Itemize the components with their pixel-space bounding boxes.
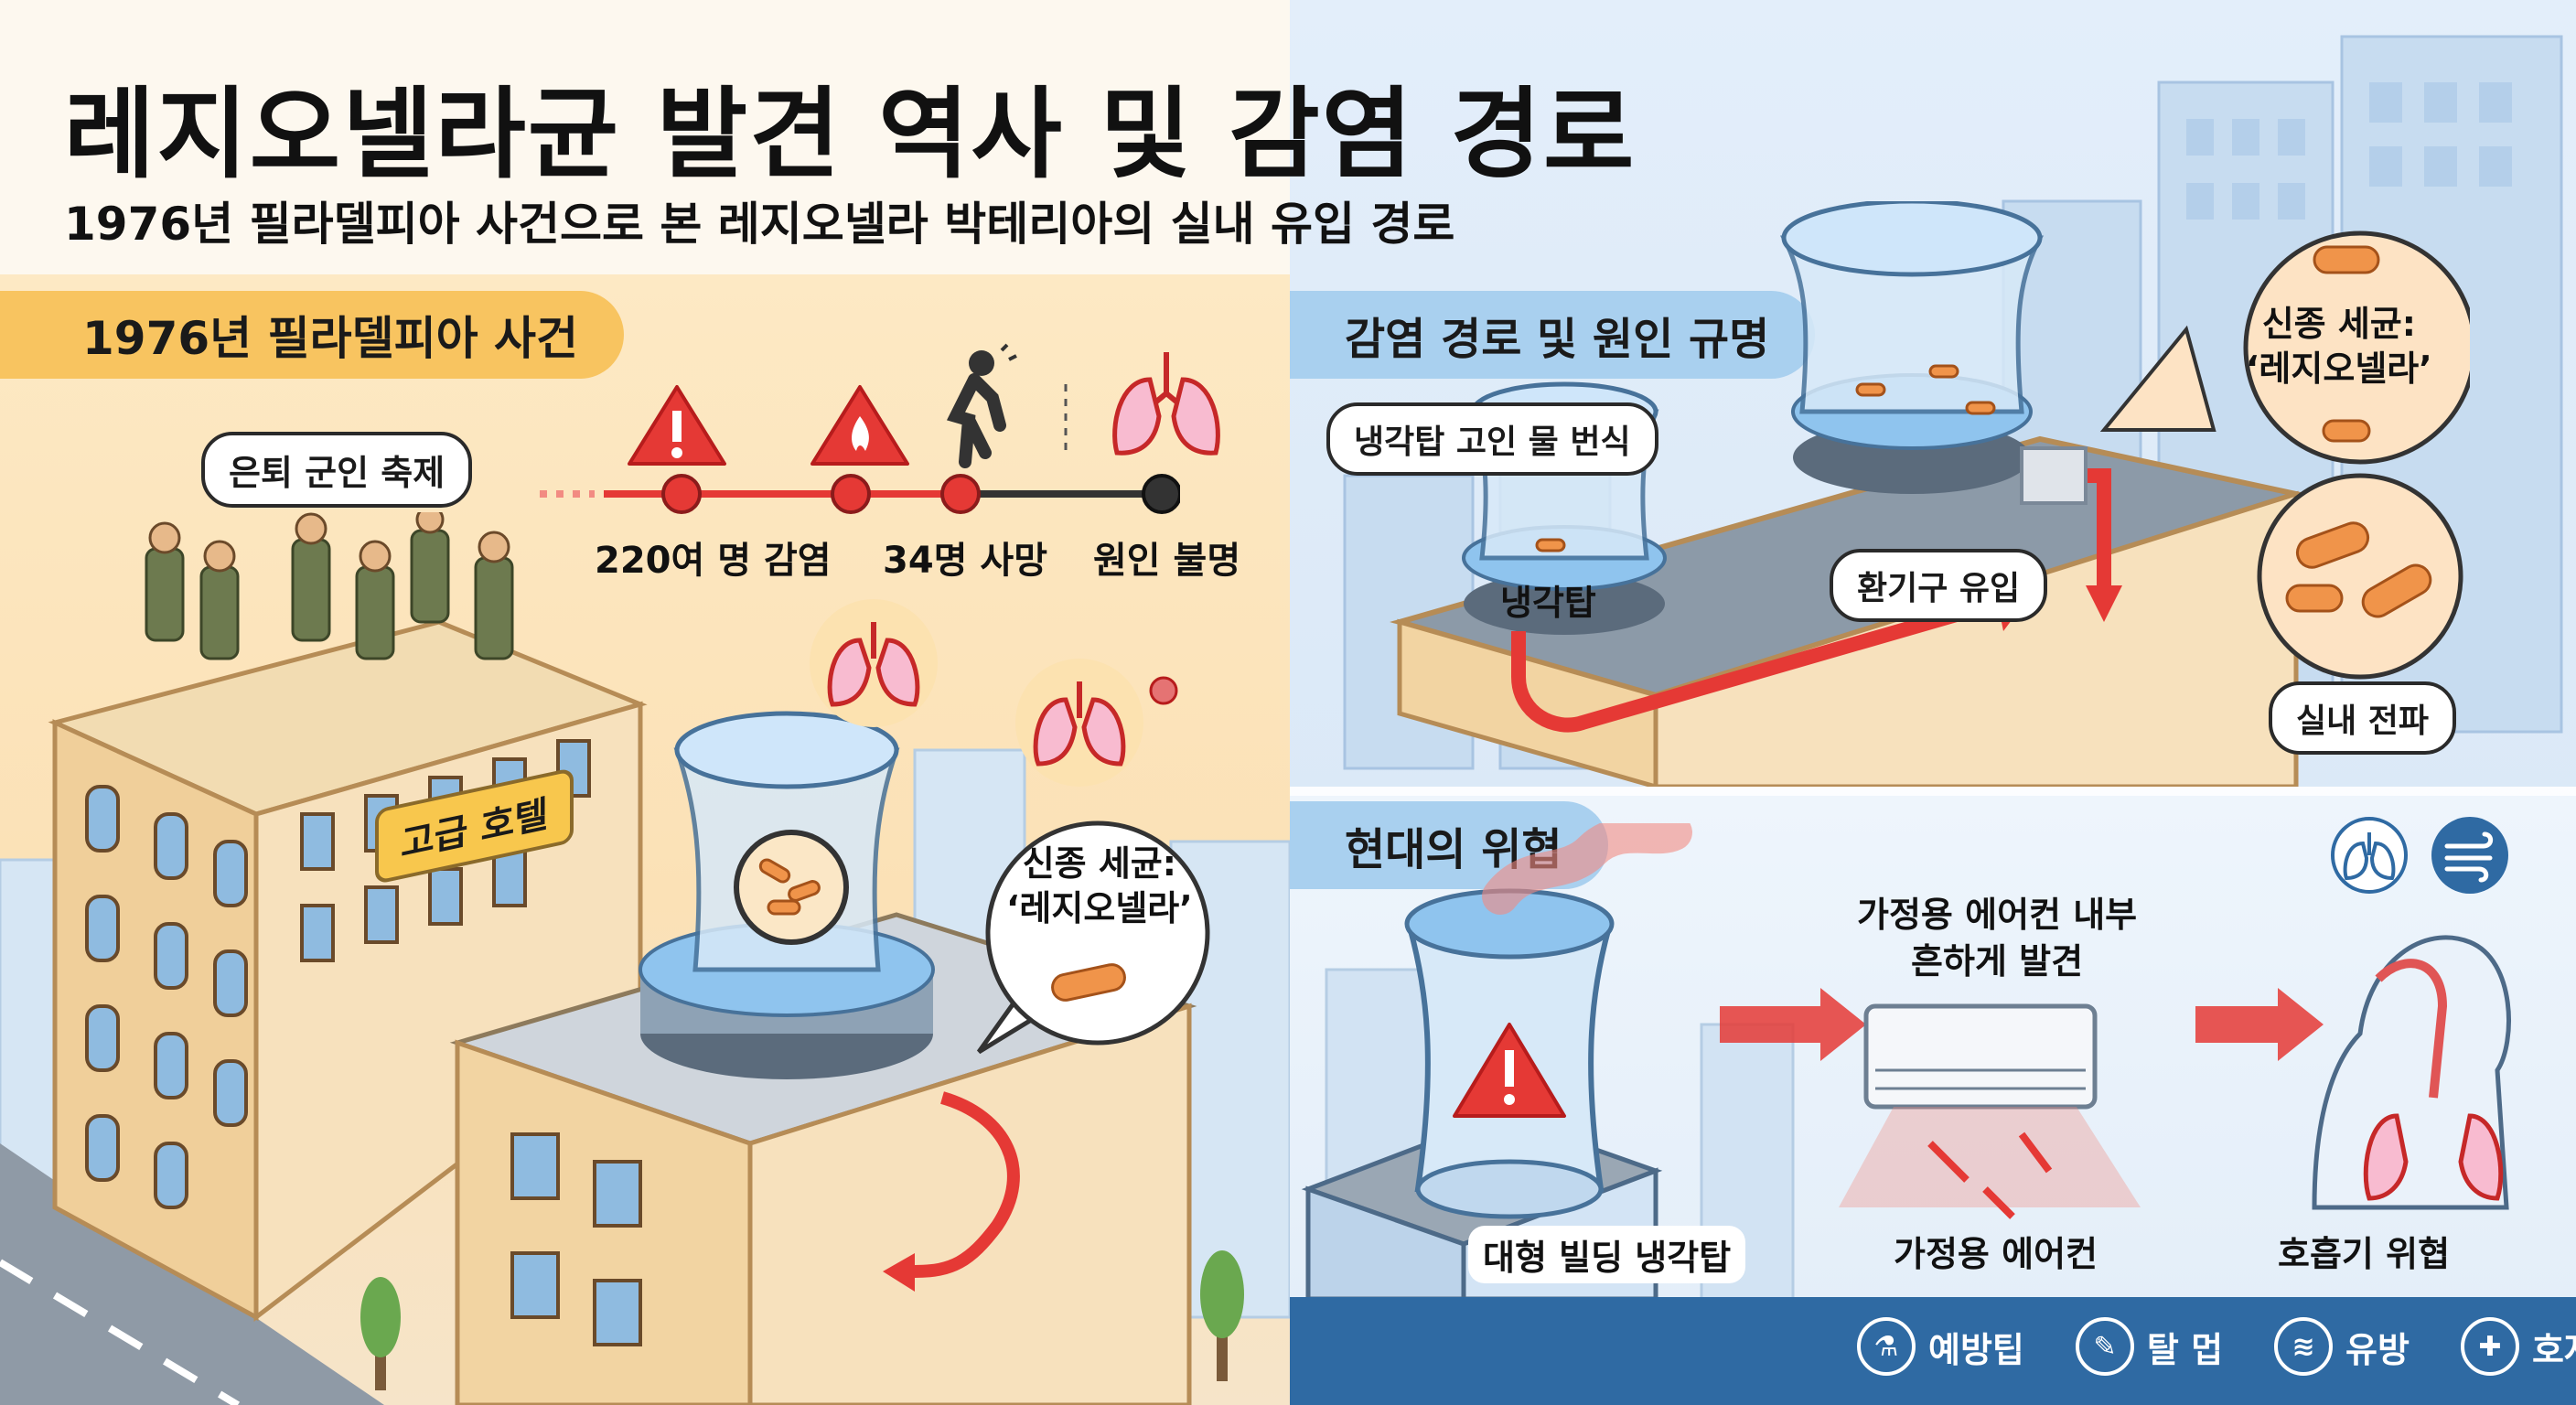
page-subtitle: 1976년 필라델피아 사건으로 본 레지오넬라 박테리아의 실내 유입 경로	[64, 198, 1455, 251]
lungs-thought-icon	[810, 599, 938, 727]
timeline-deaths: 34명 사망	[883, 540, 1047, 582]
footer-item-prevention[interactable]: ⚗ 예방팁	[1857, 1317, 2024, 1376]
brush-icon: ✎	[2075, 1317, 2134, 1376]
sick-person-icon	[946, 343, 1017, 468]
respiratory-label: 호흡기 위협	[2278, 1234, 2451, 1274]
festival-bubble: 은퇴 군인 축제	[201, 432, 473, 508]
footer-item-ventilation[interactable]: ≋ 유방	[2274, 1317, 2410, 1376]
new-bacteria-label-left: 신종 세균: ‘레지오넬라’	[1006, 843, 1193, 929]
lungs-virus-icon	[1015, 659, 1178, 787]
hotel-scene	[0, 512, 1290, 1405]
new-bacteria-label-right: 신종 세균: ‘레지오넬라’	[2246, 304, 2432, 390]
vent-label: 환기구 유입	[1830, 549, 2048, 622]
building-tower-label: 대형 빌딩 냉각탑	[1468, 1226, 1746, 1283]
wind-icon: ≋	[2274, 1317, 2334, 1376]
bacteria-magnifier-icon	[734, 830, 849, 945]
home-ac-label: 가정용 에어컨	[1894, 1234, 2098, 1274]
ac-found-label: 가정용 에어컨 내부 흔하게 발견	[1857, 895, 2138, 982]
title-band	[0, 0, 1290, 274]
flask-icon: ⚗	[1857, 1317, 1916, 1376]
section-title-infection-route: 감염 경로 및 원인 규명	[1290, 291, 1816, 379]
footer-item-care[interactable]: ✚ 호자	[2460, 1317, 2576, 1376]
footer-links: ⚗ 예방팁 ✎ 탈 멉 ≋ 유방 ✚ 호자	[1857, 1317, 2576, 1376]
timeline-infected: 220여 명 감염	[595, 540, 832, 582]
timeline-separator	[1064, 384, 1068, 457]
indoor-spread-label: 실내 전파	[2269, 681, 2457, 755]
footer-item-label: 탈 멉	[2146, 1329, 2224, 1370]
cooling-tower-label: 냉각탑	[1500, 583, 1596, 623]
lungs-icon	[1112, 352, 1220, 456]
timeline-cause: 원인 불명	[1093, 540, 1241, 582]
footer-item-label: 호자	[2531, 1329, 2576, 1370]
fire-warning-icon	[810, 385, 909, 466]
footer-item-label: 유방	[2345, 1329, 2410, 1370]
bacteria-callout-left	[976, 820, 1210, 1055]
page-title: 레지오넬라균 발견 역사 및 감염 경로	[64, 78, 1637, 192]
air-flow-circle-icon	[2431, 817, 2508, 894]
warning-icon	[628, 385, 726, 466]
footer-item-cleaning[interactable]: ✎ 탈 멉	[2075, 1317, 2224, 1376]
cooling-water-bubble: 냉각탑 고인 물 번식	[1326, 402, 1658, 476]
section-title-1976: 1976년 필라델피아 사건	[0, 291, 624, 379]
care-icon: ✚	[2460, 1317, 2519, 1376]
spacer	[1070, 1, 1079, 10]
lungs-circle-icon	[2331, 817, 2408, 894]
footer-item-label: 예방팁	[1928, 1329, 2024, 1370]
bacteria-callouts-right	[2099, 231, 2470, 680]
footer-bar	[1290, 1297, 2576, 1405]
modern-scene	[1301, 823, 2511, 1299]
section-divider	[1290, 787, 2576, 796]
timeline-line	[540, 474, 1180, 514]
